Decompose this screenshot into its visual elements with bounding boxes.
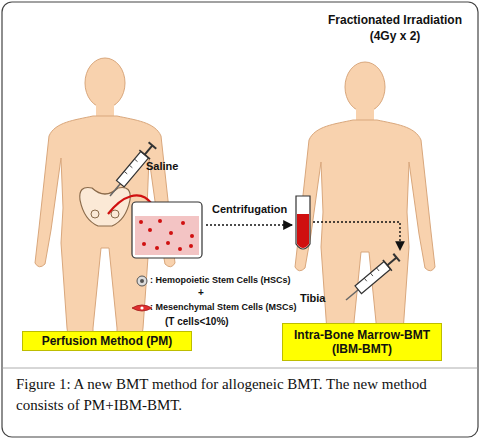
annotation-label: +	[198, 287, 204, 299]
donor-silhouette	[35, 58, 175, 343]
annotation-label: : Mesenchymal Stem Cells (MSCs)	[150, 302, 297, 312]
method-name: Intra-Bone Marrow-BMT (IBM-BMT)	[283, 328, 441, 357]
method-label-box: Intra-Bone Marrow-BMT (IBM-BMT)	[282, 323, 442, 361]
hsc-symbol	[137, 276, 147, 286]
annotation-label: Fractionated Irradiation	[320, 14, 470, 28]
annotation-label: Centrifugation	[212, 203, 287, 216]
annotation-label: : Hemopoietic Stem Cells (HSCs)	[150, 275, 291, 285]
msc-symbol	[132, 305, 152, 311]
method-name: Perfusion Method (PM)	[42, 334, 173, 348]
annotation-label: (4Gy x 2)	[320, 30, 470, 44]
method-label-box: Perfusion Method (PM)	[22, 331, 192, 351]
caption-separator	[2, 368, 478, 369]
pelvis-bone	[80, 188, 131, 227]
centrifugation-arrow	[206, 224, 292, 225]
tibia-syringe	[342, 252, 402, 305]
annotation-label: Tibia	[300, 292, 325, 305]
annotation-label: Saline	[146, 160, 178, 173]
annotation-label: (T cells<10%)	[165, 316, 229, 328]
test-tube	[296, 196, 310, 249]
collection-bag	[132, 202, 202, 258]
recipient-silhouette	[295, 62, 435, 347]
transplant-arrow	[313, 222, 400, 250]
figure-caption: Figure 1: A new BMT method for allogenei…	[16, 374, 464, 416]
